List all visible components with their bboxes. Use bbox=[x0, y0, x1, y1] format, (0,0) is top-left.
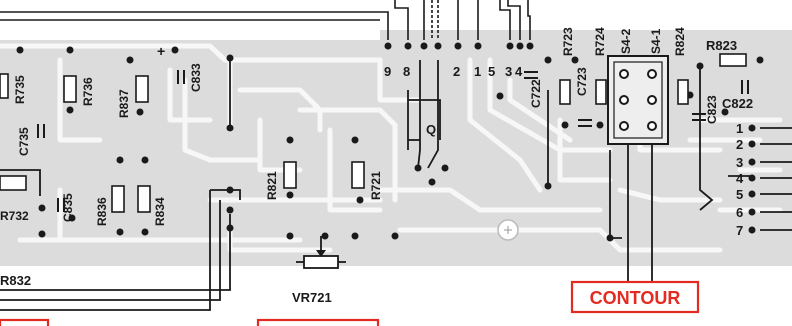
top-wires bbox=[0, 0, 531, 40]
label-r832: R832 bbox=[0, 273, 31, 288]
label-s4-1: S4-1 bbox=[649, 28, 663, 54]
label-r837: R837 bbox=[117, 89, 131, 118]
label-c822: C822 bbox=[722, 96, 753, 111]
right-pin-4: 4 bbox=[736, 171, 744, 186]
top-pin-1: 1 bbox=[474, 64, 481, 79]
label-r723: R723 bbox=[561, 27, 575, 56]
label-r823: R823 bbox=[706, 38, 737, 53]
label-r736: R736 bbox=[81, 77, 95, 106]
right-wires bbox=[760, 127, 792, 231]
top-pin-4: 4 bbox=[515, 64, 523, 79]
label-r721: R721 bbox=[369, 171, 383, 200]
transistor-q bbox=[407, 90, 420, 150]
label-c835: C835 bbox=[61, 193, 75, 222]
right-pin-1: 1 bbox=[736, 121, 743, 136]
top-pin-5: 5 bbox=[488, 64, 495, 79]
contour-label: CONTOUR bbox=[590, 288, 681, 308]
label-vr721: VR721 bbox=[292, 290, 332, 305]
top-pin-8: 8 bbox=[403, 64, 410, 79]
vr721-potentiometer bbox=[296, 236, 346, 269]
label-c833: C833 bbox=[189, 63, 203, 92]
right-pin-2: 2 bbox=[736, 137, 743, 152]
label-r834: R834 bbox=[153, 197, 167, 226]
right-pin-7: 7 bbox=[736, 223, 743, 238]
label-c722: C722 bbox=[529, 79, 543, 108]
label-r732: R732 bbox=[0, 209, 29, 223]
callout-fragment-middle bbox=[256, 318, 380, 326]
jumpers bbox=[0, 58, 750, 311]
label-c723: C723 bbox=[575, 67, 589, 96]
contour-callout: CONTOUR bbox=[570, 280, 700, 314]
label-r735: R735 bbox=[13, 75, 27, 104]
right-pin-6: 6 bbox=[736, 205, 743, 220]
label-r821: R821 bbox=[265, 171, 279, 200]
capacitors bbox=[37, 70, 749, 212]
label-r824: R824 bbox=[673, 27, 687, 56]
mounting-hole bbox=[497, 219, 519, 241]
label-q: Q bbox=[426, 122, 436, 137]
top-pin-3: 3 bbox=[505, 64, 512, 79]
label-c735: C735 bbox=[17, 127, 31, 156]
top-pin-9: 9 bbox=[384, 64, 391, 79]
right-pin-3: 3 bbox=[736, 155, 743, 170]
top-pin-2: 2 bbox=[453, 64, 460, 79]
polarity-plus: + bbox=[157, 43, 165, 59]
resistors bbox=[0, 53, 747, 213]
label-s4-2: S4-2 bbox=[619, 28, 633, 54]
right-pin-5: 5 bbox=[736, 187, 743, 202]
s4-switch bbox=[607, 55, 669, 145]
label-c823: C823 bbox=[705, 95, 719, 124]
callout-fragment-left bbox=[0, 318, 50, 326]
label-r836: R836 bbox=[95, 197, 109, 226]
label-r724: R724 bbox=[593, 27, 607, 56]
